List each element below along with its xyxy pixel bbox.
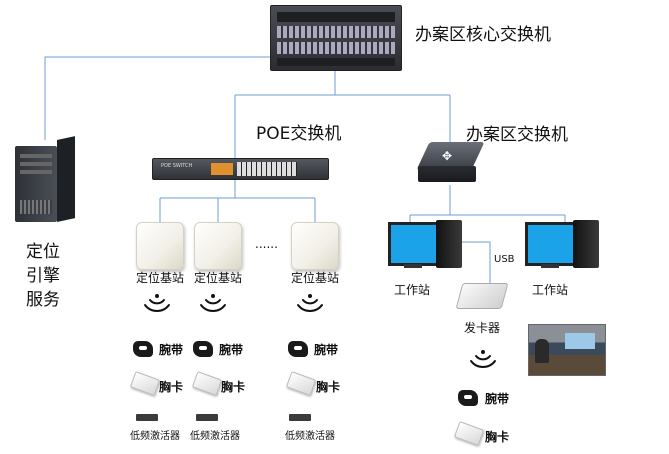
activator-label-1: 低频激活器 [130, 431, 180, 442]
base-station-3-label: 定位基站 [291, 271, 340, 285]
poe-brand-text: POE SWITCH [161, 163, 193, 169]
poe-switch-device: POE SWITCH [152, 158, 329, 180]
chest-card-label-4: 胸卡 [485, 430, 510, 444]
chest-card-label-1: 胸卡 [159, 380, 184, 394]
office-photo [528, 324, 606, 376]
workstation-2-tower [573, 220, 599, 268]
workstation-2-stand [541, 264, 559, 268]
area-switch-label: 办案区交换机 [466, 125, 568, 145]
activator-icon [136, 414, 158, 421]
wristband-label-4: 腕带 [485, 392, 510, 406]
base-station-2 [194, 222, 242, 270]
wristband-label-3: 腕带 [314, 343, 339, 357]
wristband-icon [458, 390, 478, 406]
signal-icon-2 [200, 294, 226, 312]
core-switch-label: 办案区核心交换机 [415, 25, 551, 45]
base-station-2-label: 定位基站 [194, 271, 243, 285]
ellipsis-label: ...... [255, 237, 278, 251]
area-switch-device: ✥ [416, 142, 485, 186]
engine-label-line2: 引擎 [26, 266, 60, 286]
engine-server-icon [15, 136, 75, 222]
core-switch-device [270, 5, 402, 71]
arrows-icon: ✥ [442, 149, 453, 163]
engine-label-line1: 定位 [26, 242, 60, 262]
signal-icon-1 [144, 294, 170, 312]
link-core-to-engine [44, 56, 270, 140]
signal-icon-4 [470, 350, 496, 368]
link-usb [462, 241, 491, 285]
poe-switch-label: POE交换机 [256, 124, 342, 144]
base-station-3 [291, 222, 339, 270]
engine-label-line3: 服务 [26, 290, 60, 310]
wristband-icon [193, 341, 213, 357]
chest-card-label-2: 胸卡 [221, 380, 246, 394]
wristband-icon [133, 341, 153, 357]
workstation-1-label: 工作站 [394, 283, 431, 297]
activator-label-3: 低频激活器 [285, 431, 335, 442]
activator-icon [289, 414, 311, 421]
workstation-1-stand [404, 264, 422, 268]
chest-card-label-3: 胸卡 [316, 380, 341, 394]
signal-icon-3 [297, 294, 323, 312]
activator-icon [196, 414, 218, 421]
wristband-icon [288, 341, 308, 357]
activator-label-2: 低频激活器 [190, 431, 240, 442]
workstation-2-label: 工作站 [532, 283, 569, 297]
wristband-label-2: 腕带 [219, 343, 244, 357]
workstation-1-tower [436, 220, 462, 268]
usb-label: USB [494, 254, 515, 265]
card-issuer-label: 发卡器 [464, 321, 501, 335]
base-station-1 [136, 222, 184, 270]
base-station-1-label: 定位基站 [136, 271, 185, 285]
wristband-label-1: 腕带 [159, 343, 184, 357]
